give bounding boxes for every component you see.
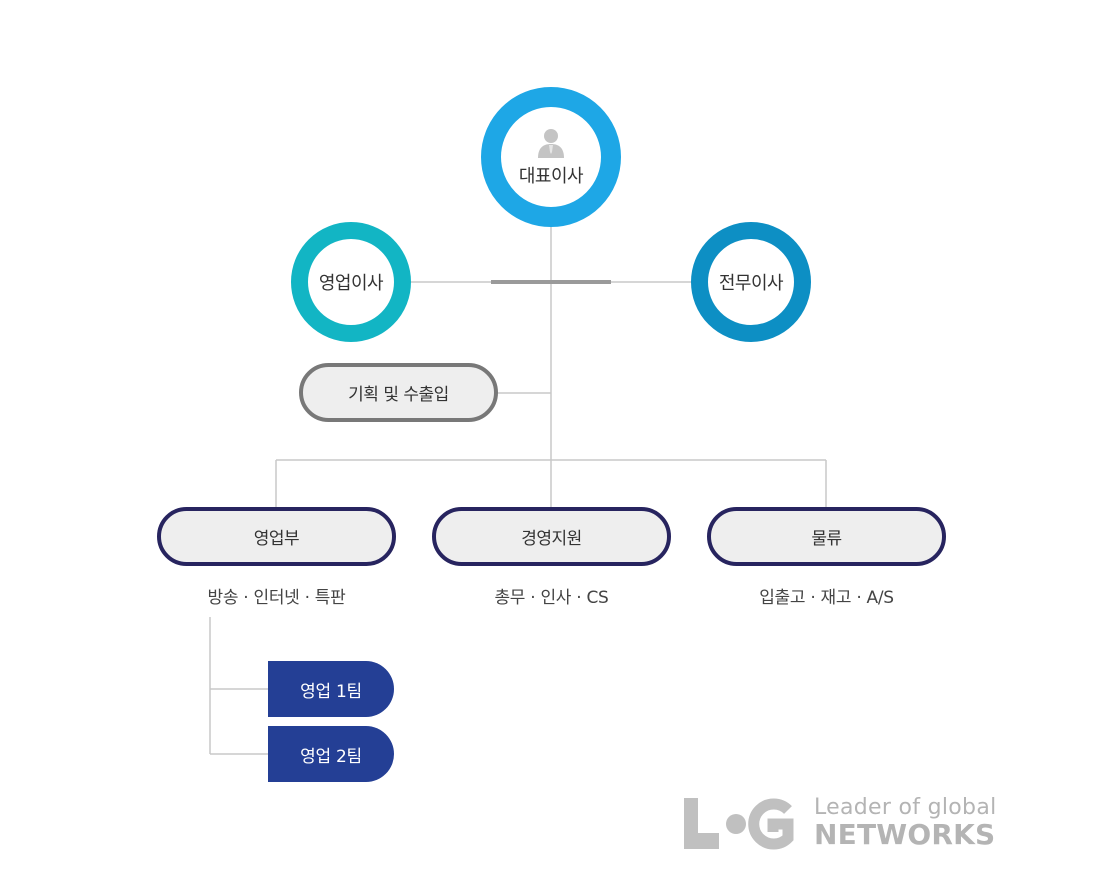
ceo-node: 대표이사 <box>481 87 621 227</box>
team-sales-2: 영업 2팀 <box>268 726 394 782</box>
planning-node: 기획 및 수출입 <box>299 363 498 422</box>
department-sales: 영업부 <box>157 507 396 566</box>
company-logo: Leader of global NETWORKS <box>682 794 1012 856</box>
department-admin: 경영지원 <box>432 507 671 566</box>
team-sales-1: 영업 1팀 <box>268 661 394 717</box>
team-sales-1-label: 영업 1팀 <box>300 681 362 702</box>
department-sales-label: 영업부 <box>253 529 300 549</box>
department-sales-duties: 방송 · 인터넷 · 특판 <box>207 588 346 608</box>
sales-director-label: 영업이사 <box>318 273 384 294</box>
sales-director-node: 영업이사 <box>291 222 411 342</box>
department-logistics: 물류 <box>707 507 946 566</box>
planning-label: 기획 및 수출입 <box>348 385 449 405</box>
ceo-label: 대표이사 <box>518 166 584 187</box>
person-icon <box>538 129 564 158</box>
log-logo-icon <box>684 798 794 850</box>
department-admin-duties: 총무 · 인사 · CS <box>494 588 609 608</box>
logo-tagline: Leader of global <box>814 795 997 820</box>
logo-wordmark: NETWORKS <box>814 818 996 851</box>
department-admin-label: 경영지원 <box>521 529 582 549</box>
department-logistics-label: 물류 <box>811 529 842 549</box>
managing-director-label: 전무이사 <box>718 273 784 294</box>
department-logistics-duties: 입출고 · 재고 · A/S <box>759 588 894 608</box>
team-sales-2-label: 영업 2팀 <box>300 746 362 767</box>
managing-director-node: 전무이사 <box>691 222 811 342</box>
